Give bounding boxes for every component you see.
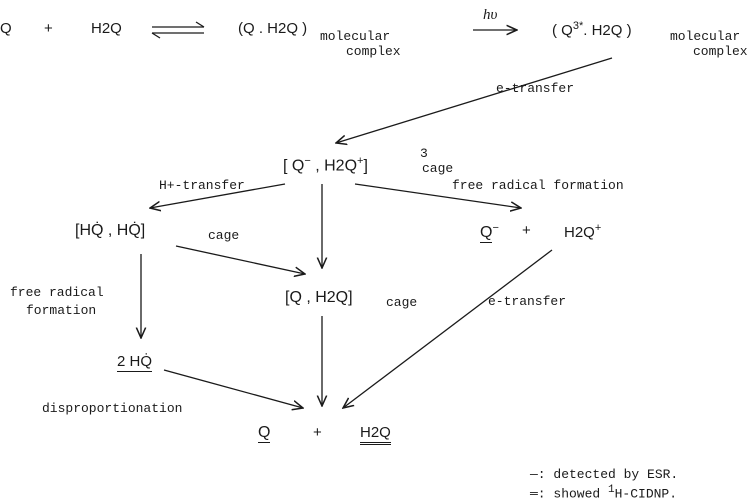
e-transfer-label-2: e-transfer — [488, 294, 567, 309]
e-transfer-arrow-1 — [336, 57, 613, 143]
formation-label: formation — [26, 303, 97, 318]
triplet-radical-pair-cage: [ Q− , H2Q+] — [283, 156, 368, 174]
legend-cidnp-rest: H-CIDNP. — [614, 486, 678, 502]
e-transfer-arrow-2 — [343, 249, 553, 408]
cage3-q-charge: − — [304, 155, 311, 167]
free-radical-label: free radical — [10, 285, 104, 300]
q-h2q-cage: [Q , H2Q] — [285, 289, 353, 306]
disproportionation-label: disproportionation — [42, 401, 183, 416]
cage3-subscript: cage — [422, 161, 454, 176]
hv-label: hυ — [483, 7, 498, 23]
excited-complex-q: ( Q — [552, 22, 573, 39]
legend-esr: —: detected by ESR. — [530, 467, 679, 482]
cage3-q: [ Q — [283, 157, 305, 175]
cage3-superscript: 3 — [420, 146, 428, 161]
product-q: Q — [258, 424, 271, 443]
equilibrium-arrow — [151, 21, 205, 39]
excited-complex-h2q: . H2Q ) — [583, 22, 632, 39]
q-radical-charge: − — [492, 222, 499, 234]
plus-sign-free: + — [522, 222, 531, 239]
product-h2q-text: H2Q — [360, 424, 391, 445]
q-h2q-cage-subscript: cage — [386, 295, 418, 310]
h2q-radical-charge: + — [594, 222, 602, 234]
legend-cidnp-prefix: ═: showed — [530, 486, 609, 502]
molecular-complex-1-label2: complex — [346, 44, 401, 59]
cage3-h2q: , H2Q — [315, 157, 358, 175]
h-transfer-arrow — [150, 183, 286, 208]
cage3-close: ] — [363, 157, 368, 175]
molecular-complex-2-label2: complex — [693, 44, 748, 59]
molecular-complex-1: (Q . H2Q ) — [238, 20, 308, 37]
two-hq-radicals: 2 HQ̇ — [117, 353, 153, 372]
disproportionation-arrow — [163, 369, 303, 408]
reactant-q: Q — [0, 20, 12, 37]
plus-sign-1: + — [44, 20, 53, 37]
triplet-star-superscript: 3* — [572, 20, 584, 32]
h2q-radical-cation: H2Q — [564, 224, 595, 241]
product-h2q: H2Q — [360, 424, 391, 445]
molecular-complex-1-label: molecular — [320, 29, 391, 44]
q-radical-anion: Q — [480, 224, 493, 244]
excited-complex: ( Q3*. H2Q ) — [552, 20, 632, 39]
h-transfer-label: H+-transfer — [159, 178, 245, 193]
hq-to-cage-arrow — [175, 245, 305, 274]
molecular-complex-2-label: molecular — [670, 29, 741, 44]
free-q-radical-anion: Q− — [480, 222, 499, 244]
product-q-text: Q — [258, 424, 271, 443]
hq-cage-subscript: cage — [208, 228, 240, 243]
plus-sign-products: + — [313, 424, 322, 441]
free-h2q-radical-cation: H2Q+ — [564, 222, 602, 241]
e-transfer-label-1: e-transfer — [496, 81, 575, 96]
legend-cidnp-sup: 1 — [608, 484, 615, 496]
free-radical-formation-label: free radical formation — [452, 178, 624, 193]
cage3-h2q-charge: + — [357, 155, 364, 167]
legend-cidnp: ═: showed 1H-CIDNP. — [530, 484, 678, 502]
two-hq-text: 2 HQ̇ — [117, 353, 153, 372]
reactant-h2q: H2Q — [91, 20, 122, 37]
free-radical-arrow — [354, 183, 521, 208]
hq-radical-pair-cage: [HQ̇ , HQ̇] — [75, 222, 146, 239]
